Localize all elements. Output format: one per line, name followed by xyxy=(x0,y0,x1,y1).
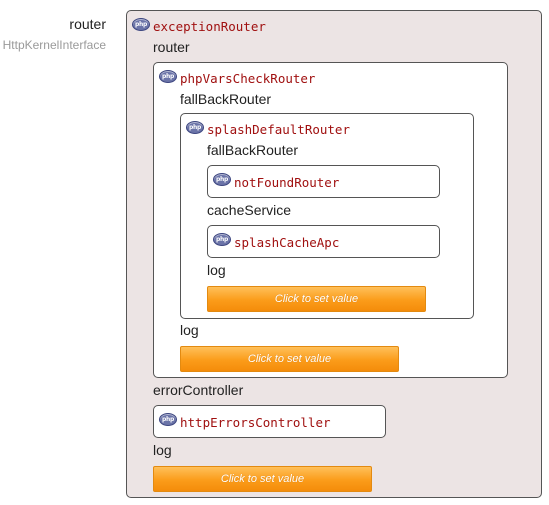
http-errors-controller-class-name[interactable]: httpErrorsController xyxy=(180,415,331,430)
fallback-router-property-label: fallBackRouter xyxy=(207,142,299,158)
cache-service-property-label: cacheService xyxy=(207,202,292,218)
exception-router-class-name[interactable]: exceptionRouter xyxy=(153,19,266,34)
error-controller-property-label: errorController xyxy=(153,382,244,398)
router-property-label: router xyxy=(69,16,106,32)
log-property-label: log xyxy=(153,442,172,458)
splash-cache-apc-class-name[interactable]: splashCacheApc xyxy=(234,235,340,250)
not-found-router-class-name[interactable]: notFoundRouter xyxy=(234,175,340,190)
php-icon: php xyxy=(159,413,177,426)
php-icon: php xyxy=(213,173,231,186)
php-icon: php xyxy=(186,121,204,134)
php-icon: php xyxy=(213,233,231,246)
splash-cache-apc-instance[interactable]: php splashCacheApc xyxy=(207,225,440,258)
set-log-value-button[interactable]: Click to set value xyxy=(153,466,372,492)
log-property-label: log xyxy=(207,262,226,278)
php-vars-check-router-class-name[interactable]: phpVarsCheckRouter xyxy=(180,71,316,86)
log-property-label: log xyxy=(180,322,199,338)
router-property-label: router xyxy=(153,39,190,55)
fallback-router-property-label: fallBackRouter xyxy=(180,91,272,107)
not-found-router-instance[interactable]: php notFoundRouter xyxy=(207,165,440,198)
splash-default-router-class-name[interactable]: splashDefaultRouter xyxy=(207,122,350,137)
php-icon: php xyxy=(159,70,177,83)
set-log-value-button[interactable]: Click to set value xyxy=(180,346,399,372)
http-errors-controller-instance[interactable]: php httpErrorsController xyxy=(153,405,386,438)
splash-default-router-instance: php splashDefaultRouter fallBackRouter xyxy=(180,113,474,319)
php-icon: php xyxy=(132,18,150,31)
router-type-label: HttpKernelInterface xyxy=(2,38,106,52)
set-log-value-button[interactable]: Click to set value xyxy=(207,286,426,312)
